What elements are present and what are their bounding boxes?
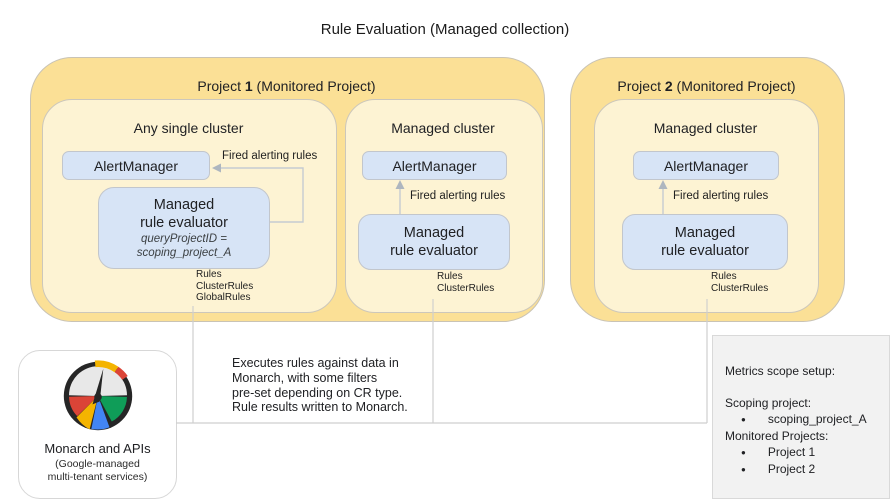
evaluator-b-line1: Managed (403, 225, 465, 241)
cluster-managed-p1-title: Managed cluster (391, 120, 495, 136)
cluster-managed-p2-box (594, 99, 819, 313)
monarch-subtitle-line1: (Google-managed (55, 458, 140, 470)
project-1-number: 1 (244, 78, 253, 94)
evaluator-a-line1: Managed (153, 197, 215, 213)
monitored-project-item: Project 2 (725, 461, 879, 478)
monarch-subtitle-line2: multi-tenant services) (47, 471, 148, 483)
page-title: Rule Evaluation (Managed collection) (320, 21, 570, 38)
evaluator-c-line1: Managed (674, 225, 736, 241)
note-line: Executes rules against data in (232, 356, 399, 370)
monarch-box: Monarch and APIs (Google-managed multi-t… (18, 350, 177, 499)
project-2-prefix: Project (617, 78, 665, 94)
evaluator-a-query-note1: queryProjectID = (141, 233, 227, 245)
rules-list-c: Rules ClusterRules (711, 271, 768, 294)
rules-a-item: Rules (196, 269, 222, 280)
cluster-any-single-title: Any single cluster (133, 120, 244, 136)
scoping-project-label: Scoping project: (725, 396, 812, 410)
project-1-prefix: Project (197, 78, 245, 94)
monitored-project-item: Project 1 (725, 444, 879, 461)
managed-rule-evaluator-box-a: Managed rule evaluator queryProjectID = … (98, 187, 270, 269)
project-2-title: Project 2 (Monitored Project) (570, 78, 843, 94)
fired-alerting-rules-label-c: Fired alerting rules (673, 190, 769, 202)
evaluator-c-line2: rule evaluator (661, 243, 749, 259)
fired-alerting-rules-label-b: Fired alerting rules (410, 190, 506, 202)
spacer (725, 379, 879, 395)
note-line: Rule results written to Monarch. (232, 400, 408, 415)
scoping-project-item: scoping_project_A (725, 411, 879, 428)
metrics-scope-title: Metrics scope setup: (725, 364, 836, 378)
rules-b-item: Rules (437, 271, 463, 282)
rules-b-item: ClusterRules (437, 282, 495, 294)
evaluator-b-line2: rule evaluator (390, 243, 478, 259)
cluster-managed-p2-title: Managed cluster (653, 120, 758, 136)
rules-a-item: GlobalRules (196, 292, 251, 303)
rules-list-b: Rules ClusterRules (437, 271, 494, 294)
managed-rule-evaluator-box-b: Managed rule evaluator (358, 214, 510, 270)
managed-rule-evaluator-box-c: Managed rule evaluator (622, 214, 788, 270)
alertmanager-box-b: AlertManager (362, 151, 507, 180)
project-2-suffix: (Monitored Project) (672, 78, 796, 94)
monitored-projects-label: Monitored Projects: (725, 429, 829, 443)
metrics-scope-box: Metrics scope setup: Scoping project: sc… (712, 335, 890, 499)
alertmanager-box-a: AlertManager (62, 151, 210, 180)
monarch-gauge-icon (63, 360, 133, 431)
cluster-managed-p1-box (345, 99, 543, 313)
rules-c-item: ClusterRules (711, 282, 769, 294)
evaluator-a-line2: rule evaluator (140, 215, 228, 231)
note-line: Monarch, with some filters (232, 370, 378, 385)
alertmanager-box-c: AlertManager (633, 151, 779, 180)
project-2-number: 2 (664, 78, 673, 94)
note-text: Executes rules against data in Monarch, … (232, 356, 408, 415)
monarch-title: Monarch and APIs (44, 441, 151, 456)
rules-list-a: Rules ClusterRules GlobalRules (196, 269, 253, 304)
evaluator-a-query-note2: scoping_project_A (136, 247, 232, 259)
note-line: pre-set depending on CR type. (232, 385, 403, 400)
project-1-suffix: (Monitored Project) (252, 78, 376, 94)
rules-c-item: Rules (711, 271, 737, 282)
fired-alerting-rules-label-a: Fired alerting rules (222, 150, 318, 162)
rules-a-item: ClusterRules (196, 280, 254, 292)
project-1-title: Project 1 (Monitored Project) (30, 78, 543, 94)
